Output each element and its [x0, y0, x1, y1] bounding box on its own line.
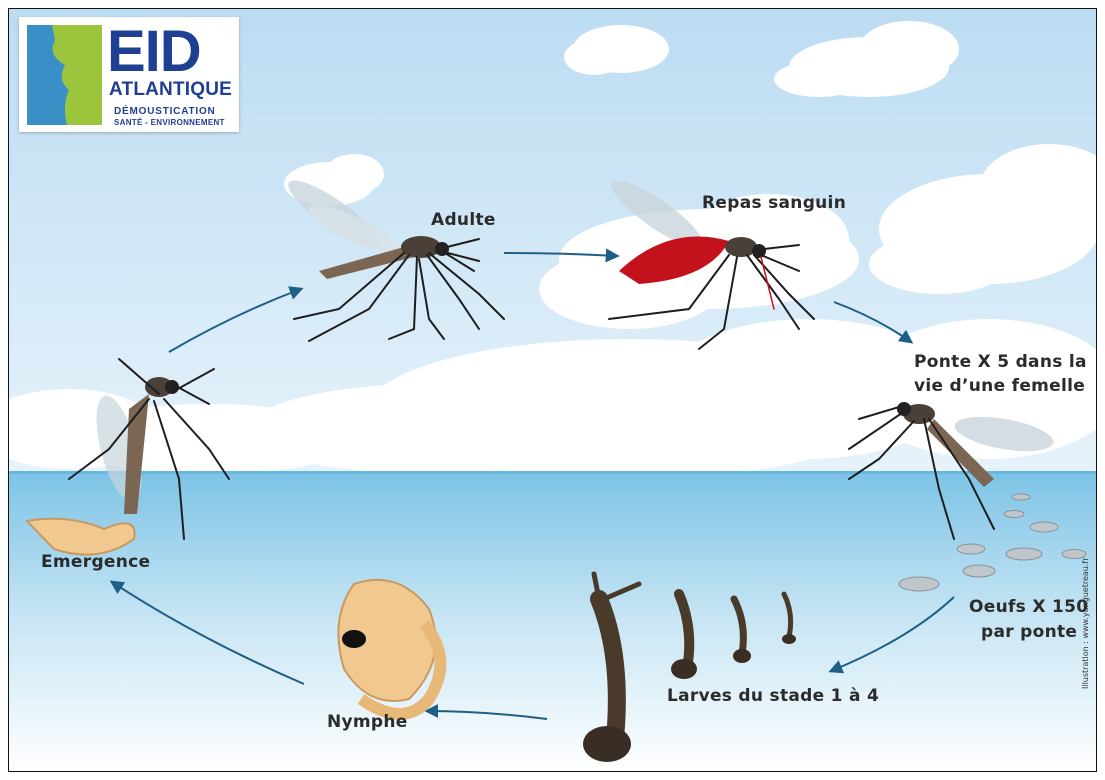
logo-name: EID [107, 23, 201, 81]
coastline-map-icon [27, 25, 102, 125]
logo-region: ATLANTIQUE [109, 79, 232, 101]
label-eggs-line2: par ponte [981, 621, 1077, 643]
credit-text: Illustration : www.yanguetreau.fr [1081, 558, 1090, 689]
label-laying-line1: Ponte X 5 dans la [914, 351, 1087, 373]
label-eggs-line1: Oeufs X 150 [969, 596, 1088, 618]
lifecycle-illustration: EID ATLANTIQUE DÉMOUSTICATION SANTÉ - EN… [8, 8, 1097, 772]
label-pupa: Nymphe [327, 711, 408, 733]
label-emergence: Emergence [41, 551, 150, 573]
label-blood-meal: Repas sanguin [702, 192, 846, 214]
logo-subtitle-2: SANTÉ - ENVIRONNEMENT [114, 118, 225, 127]
eid-logo: EID ATLANTIQUE DÉMOUSTICATION SANTÉ - EN… [19, 17, 239, 132]
label-larvae: Larves du stade 1 à 4 [667, 685, 879, 707]
logo-subtitle-1: DÉMOUSTICATION [114, 106, 216, 117]
water-surface [9, 471, 1097, 772]
label-adult: Adulte [431, 209, 496, 231]
label-laying-line2: vie d’une femelle [914, 375, 1085, 397]
